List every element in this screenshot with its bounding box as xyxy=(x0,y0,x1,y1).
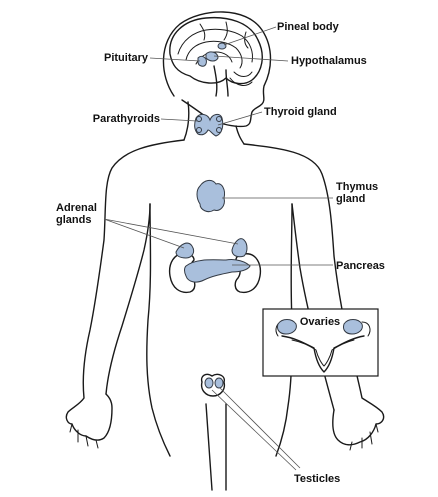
brainstem xyxy=(213,65,229,97)
right-arm-inner xyxy=(291,203,335,411)
label-hypothalamus: Hypothalamus xyxy=(291,55,367,67)
brain-folds xyxy=(177,21,253,69)
pancreas-gland xyxy=(184,259,251,283)
label-thymus-line2: gland xyxy=(336,193,365,205)
head-outline xyxy=(162,11,272,128)
label-adrenal-line1: Adrenal xyxy=(56,202,97,214)
label-pituitary: Pituitary xyxy=(104,52,149,64)
uterus-inner xyxy=(291,339,355,367)
scrotum-outline xyxy=(200,373,226,397)
leader-pineal-body xyxy=(223,26,277,46)
left-hand-fingers xyxy=(69,423,99,449)
testicle-left xyxy=(204,377,214,389)
leader-lines xyxy=(103,26,333,471)
leader-parathyroids xyxy=(160,118,198,122)
right-kidney xyxy=(234,253,262,294)
parathyroid-upper-left xyxy=(196,116,202,122)
left-kidney xyxy=(168,253,196,294)
leader-adrenal-left xyxy=(103,218,185,249)
fallopian-tube-right xyxy=(361,321,371,337)
pituitary-gland xyxy=(197,55,207,67)
left-arm-outer xyxy=(65,139,185,441)
leg-left xyxy=(205,403,213,491)
cerebellum xyxy=(229,71,253,86)
left-arm-inner xyxy=(105,203,151,395)
torso-left xyxy=(146,203,171,457)
brain xyxy=(169,16,263,97)
left-adrenal-gland xyxy=(175,242,195,259)
label-thymus-line1: Thymus xyxy=(336,181,378,193)
label-testicles: Testicles xyxy=(294,473,340,485)
leader-adrenal-right xyxy=(103,218,239,245)
label-thyroid-gland: Thyroid gland xyxy=(264,106,337,118)
right-adrenal-gland xyxy=(231,238,248,258)
parathyroid-lower-right xyxy=(216,127,222,133)
labels: Pineal body Pituitary Hypothalamus Parat… xyxy=(56,21,385,485)
label-parathyroids: Parathyroids xyxy=(93,113,160,125)
testicles-organ xyxy=(200,373,226,397)
parathyroid-upper-right xyxy=(216,116,222,122)
neck-right xyxy=(235,125,245,145)
thyroid-region xyxy=(194,113,224,137)
body-outline xyxy=(65,11,385,491)
thymus-gland xyxy=(196,179,225,213)
label-ovaries: Ovaries xyxy=(300,316,340,328)
label-pineal-body: Pineal body xyxy=(277,21,340,33)
parathyroid-lower-left xyxy=(196,127,202,133)
label-pancreas: Pancreas xyxy=(336,260,385,272)
leader-testicles-right xyxy=(219,387,301,469)
abdomen-organs xyxy=(168,238,262,294)
ovary-left xyxy=(277,319,297,335)
hypothalamus-gland xyxy=(205,51,219,62)
testicle-right xyxy=(214,377,224,389)
neck-left xyxy=(183,101,190,141)
leader-thyroid-gland xyxy=(217,111,263,126)
ovary-right xyxy=(343,319,363,335)
brain-outline xyxy=(169,16,263,85)
leader-pituitary xyxy=(149,57,201,62)
leader-testicles-left xyxy=(211,389,297,471)
label-adrenal-line2: glands xyxy=(56,214,91,226)
leader-hypothalamus xyxy=(213,55,289,62)
ovaries-inset xyxy=(262,308,379,377)
right-hand-fingers xyxy=(349,423,379,451)
pineal-body-gland xyxy=(217,42,227,50)
